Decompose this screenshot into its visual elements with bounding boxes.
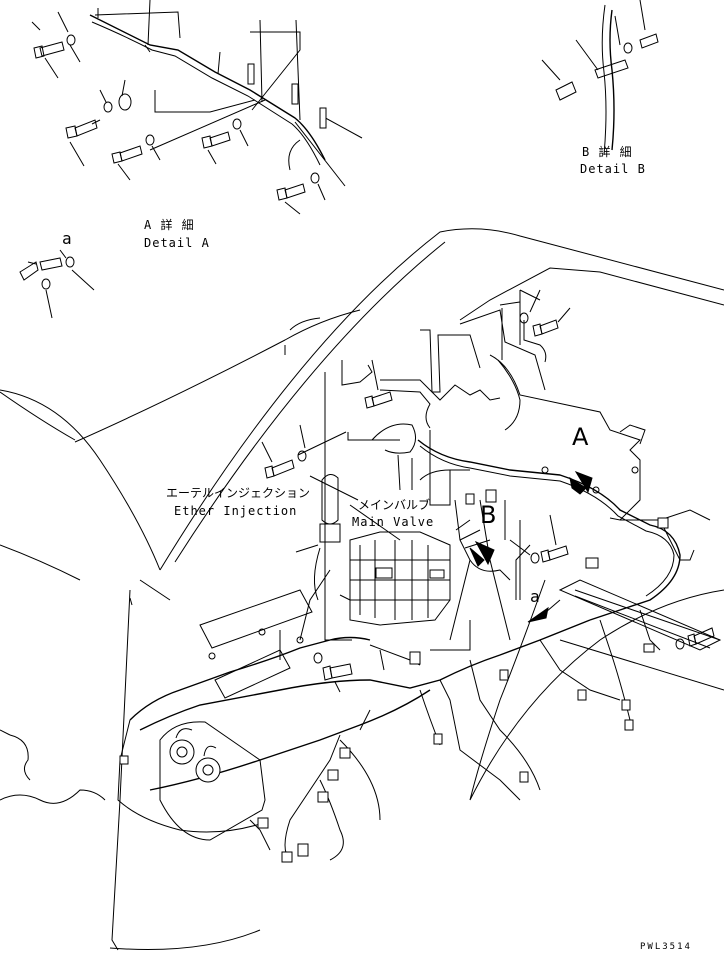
horn-assembly [159, 589, 313, 841]
main-valve-label-en: Main Valve [352, 515, 435, 529]
small-a-marker-mid: a [530, 587, 541, 606]
detail-b-view [541, 0, 659, 156]
detail-b-label-en: Detail B [580, 162, 646, 176]
detail-small-a [19, 249, 95, 319]
fasteners [261, 289, 715, 693]
ether-injection-label-jp: エーテルインジェクション [166, 486, 311, 500]
detail-b-label-jp: B 詳 細 [582, 145, 633, 159]
drawing-reference: PWL3514 [640, 942, 692, 952]
detail-a-label-en: Detail A [144, 236, 210, 250]
detail-a-view [31, 0, 363, 215]
ether-injection-label-en: Ether Injection [174, 504, 298, 518]
view-b-marker: B [480, 501, 497, 529]
view-a-marker: A [572, 423, 589, 451]
detail-a-label-jp: A 詳 細 [144, 218, 195, 232]
main-valve-label-jp: メインバルブ [358, 498, 431, 512]
wiring-harness [117, 439, 711, 863]
small-a-marker-top: a [62, 229, 73, 248]
machine-body [0, 228, 724, 951]
